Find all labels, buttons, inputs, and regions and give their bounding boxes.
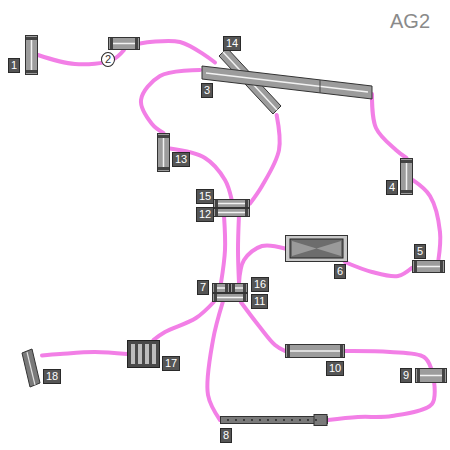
callout-number: 7 [197, 280, 209, 295]
track-part: 2 [108, 37, 140, 50]
part-drawing [157, 133, 170, 172]
callout-number: 17 [162, 356, 180, 371]
track-part: 13 [157, 133, 170, 172]
callout-number: 8 [220, 428, 232, 443]
part-drawing [212, 293, 248, 302]
track-part: 1 [25, 35, 38, 75]
callout-number: 3 [201, 83, 213, 98]
callout-number: 12 [196, 207, 214, 222]
link-curve [241, 302, 285, 351]
track-part: 5 [412, 260, 445, 273]
part-drawing [212, 283, 230, 293]
link-curve [207, 302, 223, 420]
track-part: 9 [415, 368, 447, 383]
part-drawing [25, 35, 38, 75]
part-drawing [213, 199, 250, 208]
link-curve [328, 383, 435, 420]
track-part: 8 [220, 414, 328, 426]
link-curve [221, 217, 225, 283]
track-part: 15 [213, 199, 250, 208]
part-drawing [108, 37, 140, 50]
track-part: 11 [212, 293, 248, 302]
callout-number: 1 [8, 58, 20, 73]
track-part: 10 [285, 344, 345, 358]
callout-number: 10 [326, 361, 344, 376]
part-drawing [285, 344, 345, 358]
callout-number: 16 [251, 277, 269, 292]
track-part: 12 [213, 208, 250, 217]
track-part: 16 [230, 283, 248, 293]
part-drawing [230, 283, 248, 293]
part-drawing [200, 66, 372, 106]
link-curve [238, 217, 239, 283]
callout-number: 11 [251, 294, 268, 309]
link-curve [413, 180, 440, 260]
link-curve [372, 94, 407, 158]
callout-number: 6 [334, 264, 346, 279]
link-curve [345, 262, 412, 276]
link-curve [345, 351, 431, 368]
part-drawing [400, 158, 413, 195]
callout-number: 2 [101, 52, 115, 67]
link-curve [250, 115, 280, 204]
callout-number: 15 [196, 189, 214, 204]
link-curve [42, 352, 127, 355]
part-drawing [415, 368, 447, 383]
callout-number: 18 [43, 369, 61, 384]
track-part: 7 [212, 283, 230, 293]
part-drawing [220, 414, 328, 426]
link-curve [141, 70, 200, 133]
callout-number: 4 [386, 180, 398, 195]
part-drawing [127, 340, 160, 368]
link-curve [140, 41, 215, 63]
sheet-title: AG2 [390, 10, 430, 33]
callout-number: 9 [400, 368, 412, 383]
part-drawing [213, 208, 250, 217]
link-curve [153, 302, 213, 340]
callout-number: 14 [223, 36, 241, 51]
track-part: 6 [285, 235, 348, 262]
track-part: 4 [400, 158, 413, 195]
part-drawing [20, 347, 42, 389]
track-part: 18 [20, 347, 42, 389]
part-drawing [285, 235, 348, 262]
track-part: 3 [200, 66, 372, 106]
callout-number: 5 [414, 244, 426, 259]
track-part: 17 [127, 340, 160, 368]
part-drawing [412, 260, 445, 273]
callout-number: 13 [172, 152, 190, 167]
